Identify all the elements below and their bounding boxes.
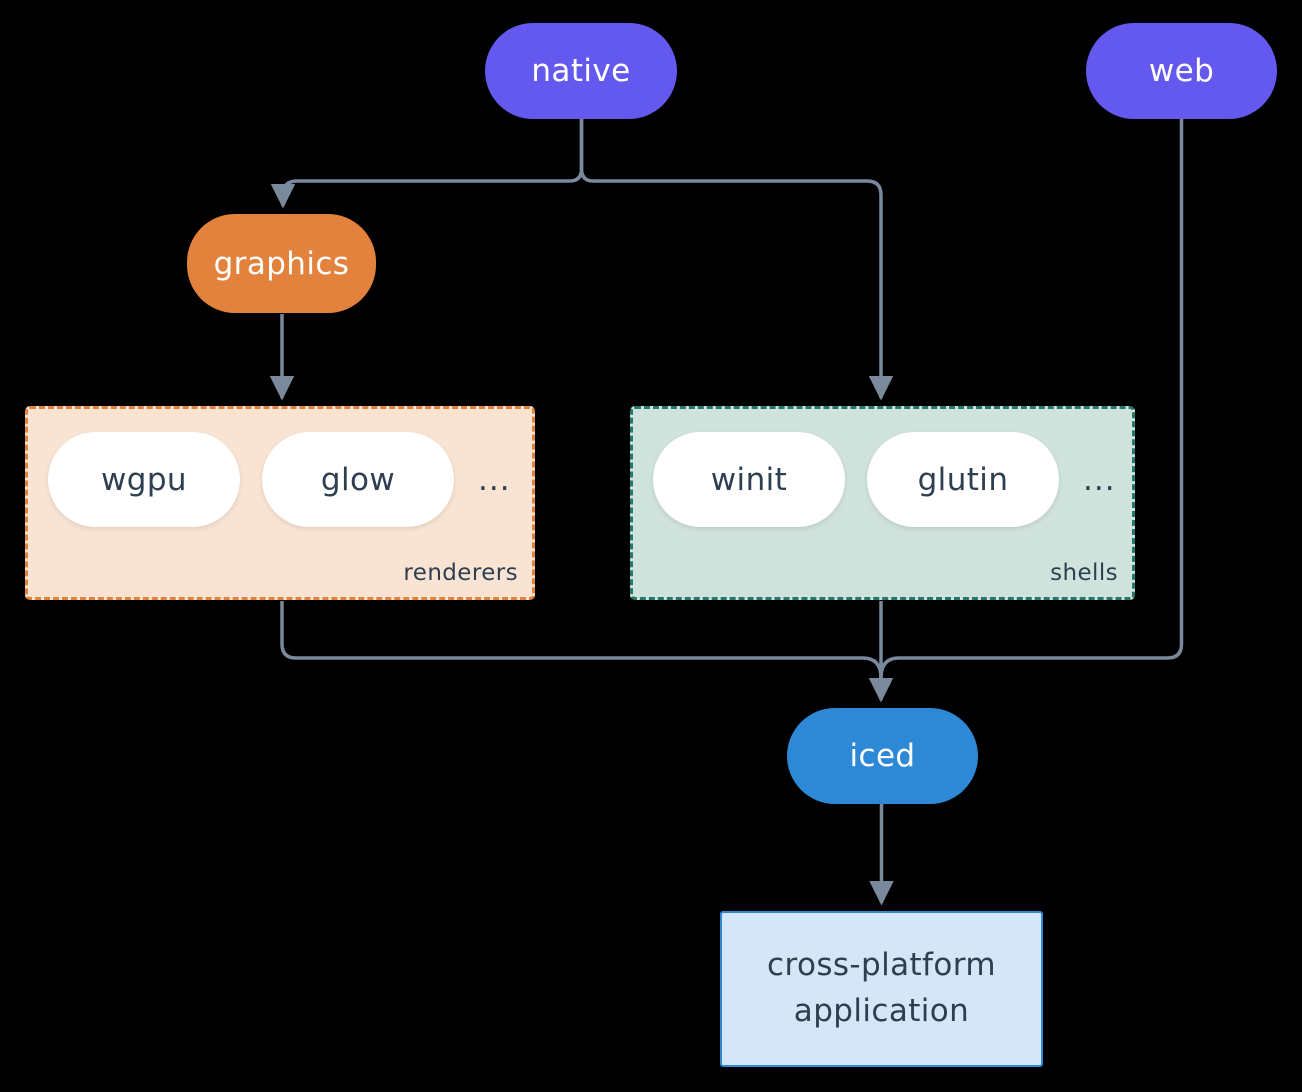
node-graphics-label: graphics xyxy=(213,245,350,282)
renderers-ellipsis: ... xyxy=(478,461,511,498)
node-application: cross-platform application xyxy=(720,911,1043,1067)
group-renderers: wgpu glow ... renderers xyxy=(25,406,535,600)
node-glow-label: glow xyxy=(320,461,396,498)
group-shells-items: winit glutin ... xyxy=(653,432,1116,527)
node-wgpu-label: wgpu xyxy=(101,461,187,498)
edge-native-shells xyxy=(579,119,894,401)
node-native: native xyxy=(485,23,677,119)
node-native-label: native xyxy=(531,53,631,89)
node-web-label: web xyxy=(1148,53,1215,89)
node-graphics: graphics xyxy=(187,214,376,313)
group-shells: winit glutin ... shells xyxy=(630,406,1135,600)
edge-renderers-iced xyxy=(280,601,883,679)
node-glutin: glutin xyxy=(867,432,1059,527)
node-glutin-label: glutin xyxy=(917,461,1009,498)
edge-native-graphics xyxy=(270,119,584,209)
node-web: web xyxy=(1086,23,1277,119)
node-winit: winit xyxy=(653,432,845,527)
group-renderers-label: renderers xyxy=(403,560,518,586)
node-winit-label: winit xyxy=(710,461,788,498)
node-glow: glow xyxy=(262,432,454,527)
group-shells-label: shells xyxy=(1050,560,1118,586)
node-iced: iced xyxy=(787,708,978,804)
shells-ellipsis: ... xyxy=(1083,461,1116,498)
group-renderers-items: wgpu glow ... xyxy=(48,432,511,527)
node-iced-label: iced xyxy=(849,738,916,774)
node-wgpu: wgpu xyxy=(48,432,240,527)
node-application-label: cross-platform application xyxy=(767,947,996,1029)
